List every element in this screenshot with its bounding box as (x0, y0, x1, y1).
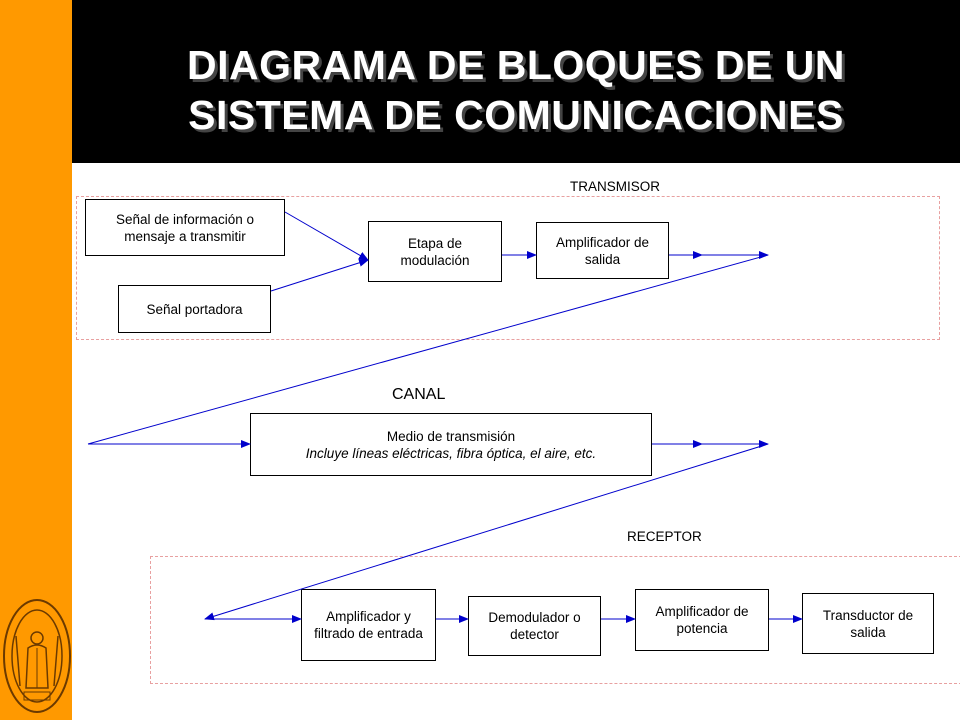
info-to-mod-arrow (284, 211, 369, 261)
demodulator-block: Demodulador o detector (468, 596, 601, 656)
channel-to-rx-diagonal (204, 443, 769, 621)
info-signal-block: Señal de información o mensaje a transmi… (85, 199, 285, 256)
carrier-to-mod-arrow (270, 258, 369, 292)
transmisor-region (76, 196, 940, 340)
input-amp-block: Amplificador y filtrado de entrada (301, 589, 436, 661)
university-seal-icon (3, 599, 71, 713)
carrier-signal-block: Señal portadora (118, 285, 271, 333)
header-band (72, 0, 960, 163)
medium-title: Medio de transmisión (386, 428, 516, 444)
receptor-region (150, 556, 960, 684)
modulation-block: Etapa de modulación (368, 221, 502, 282)
output-amp-block: Amplificador de salida (536, 222, 669, 279)
page-title: DIAGRAMA DE BLOQUES DE UN SISTEMA DE COM… (72, 40, 960, 140)
receptor-label: RECEPTOR (627, 529, 702, 544)
tx-to-channel-diagonal (87, 254, 769, 445)
transducer-block: Transductor de salida (802, 593, 934, 654)
medium-description: Incluye líneas eléctricas, fibra óptica,… (305, 445, 597, 461)
power-amp-block: Amplificador de potencia (635, 589, 769, 651)
transmisor-label: TRANSMISOR (570, 179, 661, 194)
transmission-medium-block: Medio de transmisión Incluye líneas eléc… (250, 413, 652, 476)
title-line-2: SISTEMA DE COMUNICACIONES (188, 92, 844, 138)
title-line-1: DIAGRAMA DE BLOQUES DE UN (187, 42, 845, 88)
canal-label: CANAL (392, 386, 446, 403)
